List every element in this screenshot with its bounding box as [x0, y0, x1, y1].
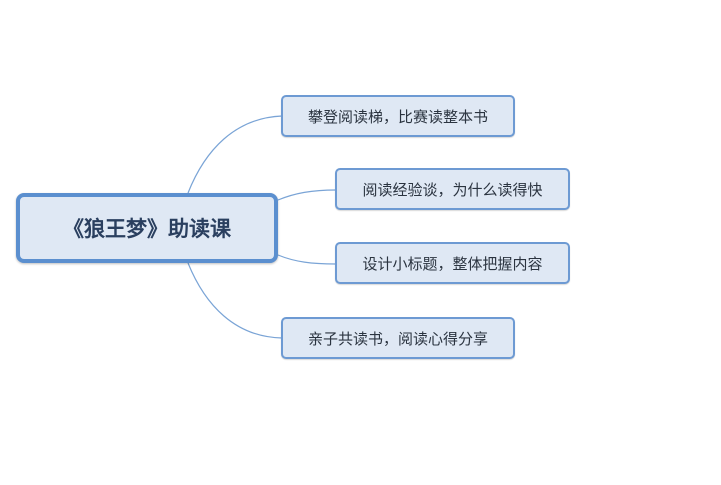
- branch-topic-label: 攀登阅读梯，比赛读整本书: [307, 107, 488, 126]
- connector-branch-1: [187, 115, 283, 194]
- branch-topic-label: 设计小标题，整体把握内容: [362, 254, 543, 273]
- branch-topic-3[interactable]: 设计小标题，整体把握内容: [335, 242, 570, 284]
- branch-topic-2[interactable]: 阅读经验谈，为什么读得快: [335, 168, 570, 210]
- central-topic-label: 《狼王梦》助读课: [63, 217, 231, 241]
- central-topic[interactable]: 《狼王梦》助读课: [16, 193, 278, 263]
- connector-branch-4: [187, 262, 283, 339]
- branch-topic-label: 阅读经验谈，为什么读得快: [362, 180, 543, 199]
- connector-branch-2: [277, 189, 337, 201]
- branch-topic-label: 亲子共读书，阅读心得分享: [307, 329, 488, 348]
- branch-topic-4[interactable]: 亲子共读书，阅读心得分享: [281, 317, 515, 359]
- connector-branch-3: [277, 254, 337, 265]
- branch-topic-1[interactable]: 攀登阅读梯，比赛读整本书: [281, 95, 515, 137]
